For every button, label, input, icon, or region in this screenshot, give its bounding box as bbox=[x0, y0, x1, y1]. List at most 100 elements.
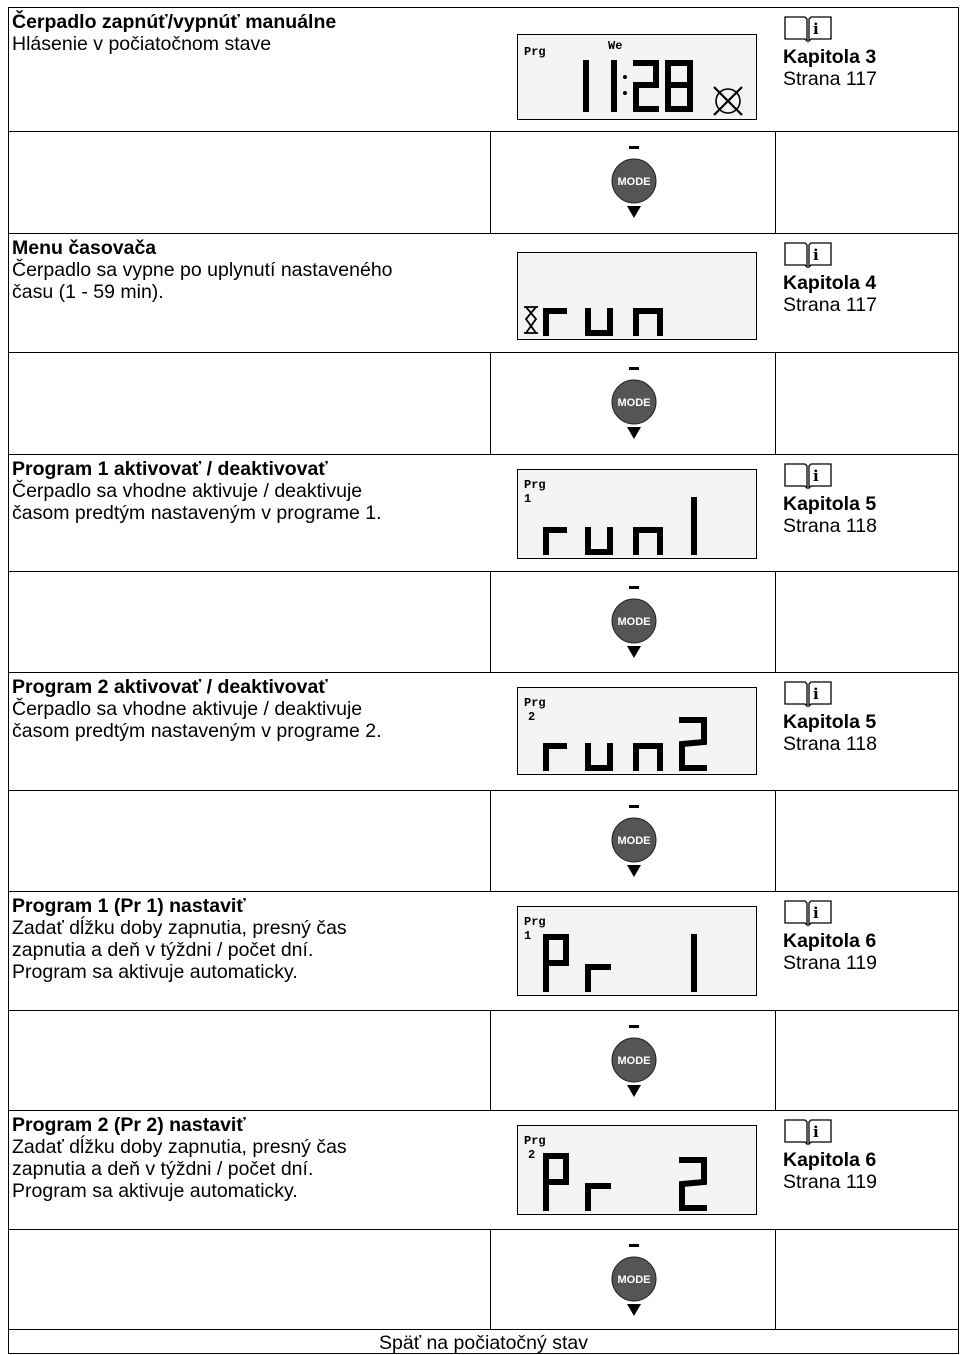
step-line: zapnutia a deň v týždni / počet dní. bbox=[12, 939, 314, 961]
arrow-row: MODE bbox=[9, 1011, 958, 1111]
lcd-display: Prg 1 bbox=[517, 469, 757, 559]
mode-label: MODE bbox=[618, 616, 651, 628]
lcd-weekday: We bbox=[608, 39, 622, 53]
step-row-4: Program 2 aktivovať / deaktivovať Čerpad… bbox=[9, 673, 958, 791]
mode-button-icon[interactable]: MODE bbox=[609, 367, 659, 447]
step-title: Menu časovača bbox=[12, 237, 157, 259]
footer-text: Späť na počiatočný stav bbox=[379, 1332, 588, 1354]
manual-info-icon: i bbox=[784, 900, 832, 927]
svg-text:i: i bbox=[813, 20, 819, 38]
hourglass-off-icon bbox=[713, 86, 743, 116]
chapter-ref: Kapitola 6 bbox=[783, 930, 877, 952]
step-text: Menu časovača Čerpadlo sa vypne po uplyn… bbox=[12, 237, 504, 303]
step-line: času (1 - 59 min). bbox=[12, 281, 164, 303]
step-row-6: Program 2 (Pr 2) nastaviť Zadať dĺžku do… bbox=[9, 1111, 958, 1230]
step-line: Program sa aktivuje automaticky. bbox=[12, 1180, 298, 1202]
reference: i Kapitola 3 Strana 117 bbox=[783, 15, 877, 90]
step-title: Čerpadlo zapnúť/vypnúť manuálne bbox=[12, 11, 337, 33]
chapter-ref: Kapitola 4 bbox=[783, 272, 877, 294]
lcd-prg-label: Prg bbox=[524, 696, 546, 710]
reference: i Kapitola 4 Strana 117 bbox=[783, 241, 877, 316]
lcd-prg-label: Prg bbox=[524, 45, 546, 59]
step-row-3: Program 1 aktivovať / deaktivovať Čerpad… bbox=[9, 455, 958, 572]
step-line: Zadať dĺžku doby zapnutia, presný čas bbox=[12, 917, 347, 939]
procedure-table: Čerpadlo zapnúť/vypnúť manuálne Hlásenie… bbox=[8, 7, 959, 1354]
step-line: časom predtým nastaveným v programe 1. bbox=[12, 502, 382, 524]
manual-info-icon: i bbox=[784, 1119, 832, 1146]
lcd-program-digit: 2 bbox=[528, 710, 535, 724]
lcd-prg-label: Prg bbox=[524, 478, 546, 492]
lcd-display: Prg 1 bbox=[517, 906, 757, 996]
lcd-prg-label: Prg bbox=[524, 915, 546, 929]
mode-button-icon[interactable]: MODE bbox=[609, 146, 659, 226]
mode-label: MODE bbox=[618, 1274, 651, 1286]
manual-info-icon: i bbox=[784, 16, 832, 43]
page-ref: Strana 118 bbox=[783, 515, 877, 537]
reference: i Kapitola 6 Strana 119 bbox=[783, 899, 877, 974]
step-text: Program 2 (Pr 2) nastaviť Zadať dĺžku do… bbox=[12, 1114, 504, 1202]
arrow-row: MODE bbox=[9, 353, 958, 455]
lcd-display: Prg 2 bbox=[517, 687, 757, 775]
page-ref: Strana 117 bbox=[783, 294, 877, 316]
step-title: Program 2 (Pr 2) nastaviť bbox=[12, 1114, 246, 1136]
svg-text:i: i bbox=[813, 246, 819, 264]
lcd-display bbox=[517, 252, 757, 340]
step-text: Čerpadlo zapnúť/vypnúť manuálne Hlásenie… bbox=[12, 11, 504, 55]
svg-text:i: i bbox=[813, 1123, 819, 1141]
chapter-ref: Kapitola 6 bbox=[783, 1149, 877, 1171]
step-row-5: Program 1 (Pr 1) nastaviť Zadať dĺžku do… bbox=[9, 892, 958, 1011]
step-text: Program 1 (Pr 1) nastaviť Zadať dĺžku do… bbox=[12, 895, 504, 983]
lcd-prg-label: Prg bbox=[524, 1134, 546, 1148]
hourglass-icon bbox=[524, 306, 538, 334]
step-line: zapnutia a deň v týždni / počet dní. bbox=[12, 1158, 314, 1180]
step-title: Program 2 aktivovať / deaktivovať bbox=[12, 676, 328, 698]
chapter-ref: Kapitola 5 bbox=[783, 493, 877, 515]
lcd-display: Prg We bbox=[517, 34, 757, 120]
step-line: Hlásenie v počiatočnom stave bbox=[12, 33, 272, 55]
lcd-main-digits bbox=[543, 1153, 707, 1211]
step-row-2: Menu časovača Čerpadlo sa vypne po uplyn… bbox=[9, 234, 958, 353]
step-text: Program 2 aktivovať / deaktivovať Čerpad… bbox=[12, 676, 504, 742]
reference: i Kapitola 5 Strana 118 bbox=[783, 462, 877, 537]
step-line: Zadať dĺžku doby zapnutia, presný čas bbox=[12, 1136, 347, 1158]
svg-text:i: i bbox=[813, 904, 819, 922]
mode-button-icon[interactable]: MODE bbox=[609, 1025, 659, 1105]
lcd-display: Prg 2 bbox=[517, 1125, 757, 1215]
mode-button-icon[interactable]: MODE bbox=[609, 1244, 659, 1324]
step-line: Čerpadlo sa vypne po uplynutí nastavenéh… bbox=[12, 259, 393, 281]
reference: i Kapitola 5 Strana 118 bbox=[783, 680, 877, 755]
step-title: Program 1 aktivovať / deaktivovať bbox=[12, 458, 328, 480]
page-ref: Strana 118 bbox=[783, 733, 877, 755]
chapter-ref: Kapitola 5 bbox=[783, 711, 877, 733]
mode-button-icon[interactable]: MODE bbox=[609, 586, 659, 666]
svg-text:i: i bbox=[813, 467, 819, 485]
arrow-row: MODE bbox=[9, 1230, 958, 1330]
svg-text:i: i bbox=[813, 685, 819, 703]
page-ref: Strana 117 bbox=[783, 68, 877, 90]
manual-info-icon: i bbox=[784, 681, 832, 708]
mode-label: MODE bbox=[618, 835, 651, 847]
lcd-main-digits bbox=[543, 717, 707, 771]
step-line: časom predtým nastaveným v programe 2. bbox=[12, 720, 382, 742]
mode-label: MODE bbox=[618, 1055, 651, 1067]
lcd-program-digit: 1 bbox=[524, 929, 531, 943]
lcd-main-digits bbox=[543, 934, 697, 992]
step-text: Program 1 aktivovať / deaktivovať Čerpad… bbox=[12, 458, 504, 524]
page-ref: Strana 119 bbox=[783, 952, 877, 974]
step-line: Program sa aktivuje automaticky. bbox=[12, 961, 298, 983]
step-line: Čerpadlo sa vhodne aktivuje / deaktivuje bbox=[12, 480, 363, 502]
chapter-ref: Kapitola 3 bbox=[783, 46, 877, 68]
arrow-row: MODE bbox=[9, 791, 958, 892]
reference: i Kapitola 6 Strana 119 bbox=[783, 1118, 877, 1193]
step-row-1: Čerpadlo zapnúť/vypnúť manuálne Hlásenie… bbox=[9, 8, 958, 132]
arrow-row: MODE bbox=[9, 132, 958, 234]
lcd-program-digit: 2 bbox=[528, 1148, 535, 1162]
step-title: Program 1 (Pr 1) nastaviť bbox=[12, 895, 246, 917]
mode-button-icon[interactable]: MODE bbox=[609, 805, 659, 885]
mode-label: MODE bbox=[618, 397, 651, 409]
mode-label: MODE bbox=[618, 176, 651, 188]
lcd-main-digits bbox=[583, 60, 693, 112]
step-line: Čerpadlo sa vhodne aktivuje / deaktivuje bbox=[12, 698, 363, 720]
arrow-row: MODE bbox=[9, 572, 958, 673]
lcd-main-digits bbox=[543, 497, 697, 555]
